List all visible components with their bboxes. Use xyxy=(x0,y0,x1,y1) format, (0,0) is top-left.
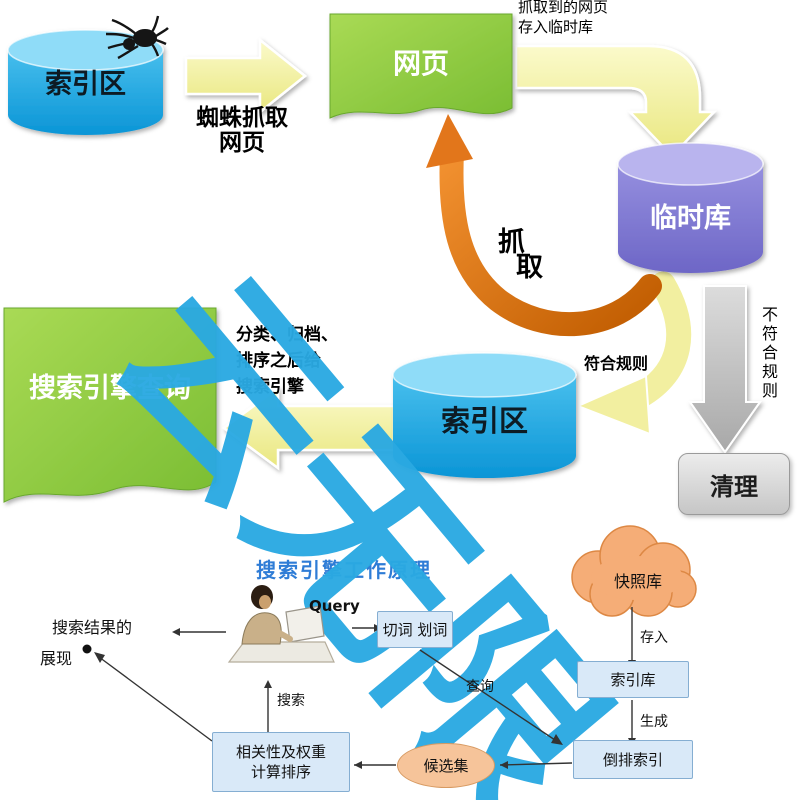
results-label-line2: 展现 xyxy=(40,649,73,668)
watermark-text: 云无限 xyxy=(71,233,650,800)
mid-note-line2: 排序之后给 xyxy=(236,351,321,371)
return-arrow-label: 搜索 xyxy=(277,693,305,709)
inverted-index-box: 倒排索引 xyxy=(573,740,693,779)
candidates-label: 候选集 xyxy=(423,757,469,775)
lookup-arrow-label: 查询 xyxy=(466,679,494,695)
results-endpoint-dot xyxy=(82,644,92,654)
query-label: Query xyxy=(309,597,360,615)
bottom-arrowheads xyxy=(94,624,636,769)
store-note-line1: 抓取到的网页 xyxy=(518,0,609,16)
webpage-doc-label: 网页 xyxy=(392,47,449,80)
source-cylinder-label: 索引区 xyxy=(45,69,126,100)
query-doc-label: 搜索引擎查询 xyxy=(29,373,191,404)
clean-box: 清理 xyxy=(678,453,790,515)
mid-note-line3: 搜索引擎 xyxy=(236,377,304,397)
index-cylinder-label: 索引区 xyxy=(440,404,528,438)
recrawl-label-char2: 取 xyxy=(516,252,543,283)
store-note-line2: 存入临时库 xyxy=(518,18,594,36)
pass-rule-label: 符合规则 xyxy=(584,354,649,373)
rank-box: 相关性及权重 计算排序 xyxy=(212,732,350,792)
crawl-note-line1: 蜘蛛抓取 xyxy=(196,105,288,131)
query-document-shape xyxy=(3,307,217,503)
arrow-templib-to-index-head xyxy=(575,374,652,436)
store-arrow-label: 存入 xyxy=(640,630,668,646)
arrow-webpage-to-templib xyxy=(514,44,717,158)
inverted-index-label: 倒排索引 xyxy=(602,751,663,769)
arrow-index-to-query xyxy=(221,385,396,471)
arrow-templib-to-clean xyxy=(688,285,762,454)
mid-note-line1: 分类、归档、 xyxy=(236,325,338,345)
segment-box: 切词 划词 xyxy=(377,611,453,648)
arrow-templib-to-index xyxy=(627,271,692,409)
temp-cylinder-label: 临时库 xyxy=(650,203,731,234)
crawl-note-line2: 网页 xyxy=(219,130,265,156)
candidates-ellipse: 候选集 xyxy=(397,743,495,788)
spider-icon xyxy=(105,15,169,60)
rank-box-line2: 计算排序 xyxy=(250,763,311,781)
mid-note: 分类、归档、 排序之后给 搜索引擎 xyxy=(236,322,416,400)
arrow-templib-to-index-outline xyxy=(624,268,695,412)
generate-arrow-label: 生成 xyxy=(640,714,668,730)
arrow-source-to-webpage xyxy=(184,37,308,115)
snapshot-cloud-label: 快照库 xyxy=(613,572,662,591)
index-library-box: 索引库 xyxy=(577,661,689,698)
store-note: 抓取到的网页 存入临时库 xyxy=(518,0,668,37)
bottom-diagram-caption: 搜索引擎工作原理 xyxy=(256,558,432,582)
arrow-templib-to-webpage-head xyxy=(426,114,473,168)
crawl-note: 蜘蛛抓取 网页 xyxy=(190,106,294,156)
segment-box-label: 切词 划词 xyxy=(382,621,448,639)
clean-box-label: 清理 xyxy=(710,472,758,501)
arrow-templib-to-webpage xyxy=(439,140,662,337)
bottom-connectors xyxy=(98,607,633,766)
results-label-line1: 搜索结果的 xyxy=(52,618,133,637)
rank-box-line1: 相关性及权重 xyxy=(235,743,326,761)
index-library-label: 索引库 xyxy=(610,671,656,689)
fail-rule-label: 不符合规则 xyxy=(759,306,778,401)
